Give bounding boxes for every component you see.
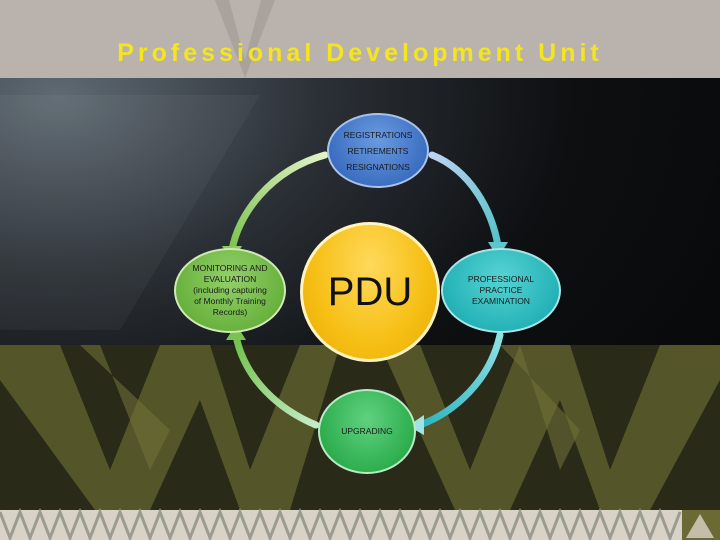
node-pdu-center: PDU [300,222,440,362]
arrow-top-to-right [428,151,502,250]
node-top-line: RETIREMENTS [347,145,409,156]
node-top-line: REGISTRATIONS [343,129,413,140]
arrow-bottom-to-left [232,332,320,429]
node-top-line: RESIGNATIONS [346,161,410,172]
node-left-line: (including capturing [193,285,267,295]
olive-band [0,345,720,510]
arrow-top-to-left [228,151,329,254]
node-right-line: PRACTICE [479,285,523,295]
node-professional-practice-examination: PROFESSIONAL PRACTICE EXAMINATION [441,248,561,333]
slide-title: Professional Development Unit [117,39,603,67]
chevron-decoration [215,0,275,78]
node-monitoring-evaluation: MONITORING AND EVALUATION (including cap… [174,248,286,333]
node-right-line: PROFESSIONAL [467,274,535,284]
light-beam [0,95,260,330]
cycle-arrows [222,151,508,435]
arrowhead-bottom [408,415,424,435]
node-upgrading: UPGRADING [318,389,416,474]
node-right-line: EXAMINATION [472,296,530,306]
node-bottom-line: UPGRADING [341,426,393,436]
bottom-zigzag-strip [0,507,720,540]
node-registrations: REGISTRATIONS RETIREMENTS RESIGNATIONS [327,113,429,188]
node-left-line: of Monthly Training [194,296,266,306]
title-bar: Professional Development Unit [0,0,720,78]
node-left-line: MONITORING AND [192,263,268,273]
node-left-line: EVALUATION [203,274,257,284]
node-left-line: Records) [212,307,248,317]
center-label: PDU [327,269,413,314]
arrow-right-to-bottom [416,331,504,429]
